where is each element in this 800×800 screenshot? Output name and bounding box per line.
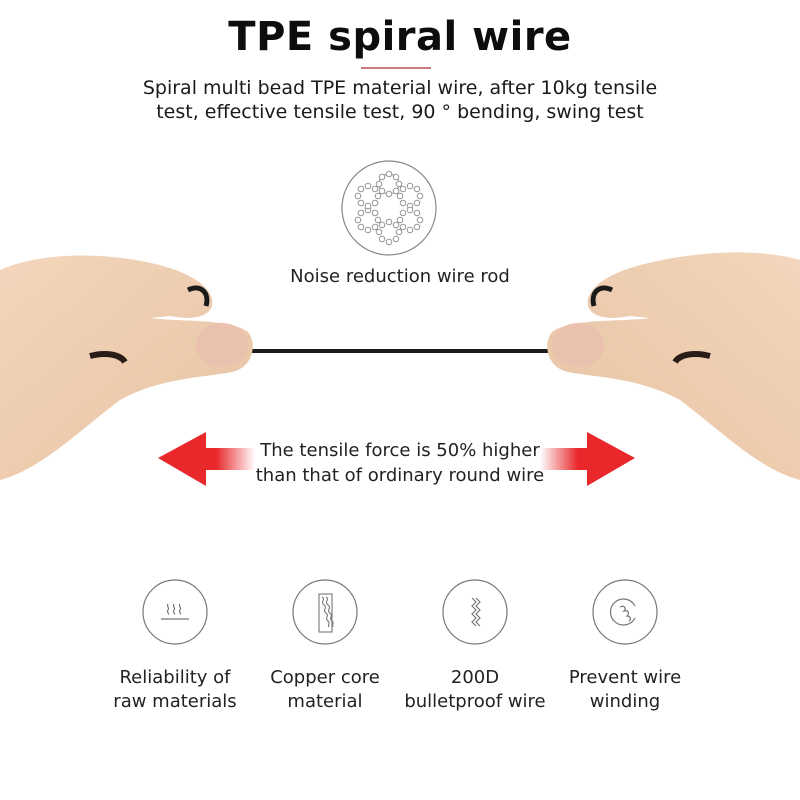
zigzag-wire-icon bbox=[442, 579, 508, 645]
feature-label-line-1: 200D bbox=[450, 667, 500, 688]
feature-label-line-2: material bbox=[287, 691, 363, 712]
feature-label: Copper core material bbox=[270, 666, 380, 714]
subtitle-line-2: test, effective tensile test, 90 ° bendi… bbox=[156, 101, 644, 123]
left-hand bbox=[0, 255, 253, 480]
feature-label-line-1: Prevent wire bbox=[568, 667, 682, 688]
hands-pulling-wire-illustration bbox=[0, 252, 800, 486]
feature-label-line-2: winding bbox=[589, 691, 661, 712]
feature-label: 200D bulletproof wire bbox=[404, 666, 545, 714]
feature-label-line-1: Reliability of bbox=[119, 667, 231, 688]
tensile-line-1: The tensile force is 50% higher bbox=[260, 440, 540, 461]
subtitle-line-1: Spiral multi bead TPE material wire, aft… bbox=[142, 77, 658, 99]
right-hand bbox=[547, 252, 800, 480]
copper-core-icon bbox=[292, 579, 358, 645]
title-underline bbox=[361, 67, 431, 69]
heat-waves-icon bbox=[142, 579, 208, 645]
tensile-caption: The tensile force is 50% higher than tha… bbox=[0, 438, 800, 488]
feature-item: Reliability of raw materials bbox=[100, 578, 250, 714]
double-arrow-icon bbox=[158, 432, 635, 486]
feature-item: Prevent wire winding bbox=[550, 578, 700, 714]
feature-label: Reliability of raw materials bbox=[113, 666, 236, 714]
feature-list: Reliability of raw materials Copper core… bbox=[100, 578, 700, 714]
feature-label-line-1: Copper core bbox=[270, 667, 380, 688]
tensile-line-2: than that of ordinary round wire bbox=[255, 465, 545, 486]
page-title: TPE spiral wire bbox=[228, 14, 572, 60]
feature-label: Prevent wire winding bbox=[569, 666, 681, 714]
subtitle: Spiral multi bead TPE material wire, aft… bbox=[0, 76, 800, 124]
coil-winding-icon bbox=[592, 579, 658, 645]
feature-item: Copper core material bbox=[250, 578, 400, 714]
cross-section-label: Noise reduction wire rod bbox=[290, 266, 510, 287]
feature-label-line-2: raw materials bbox=[113, 691, 237, 712]
feature-label-line-2: bulletproof wire bbox=[404, 691, 546, 712]
feature-item: 200D bulletproof wire bbox=[400, 578, 550, 714]
wire-cross-section-icon bbox=[341, 160, 437, 256]
